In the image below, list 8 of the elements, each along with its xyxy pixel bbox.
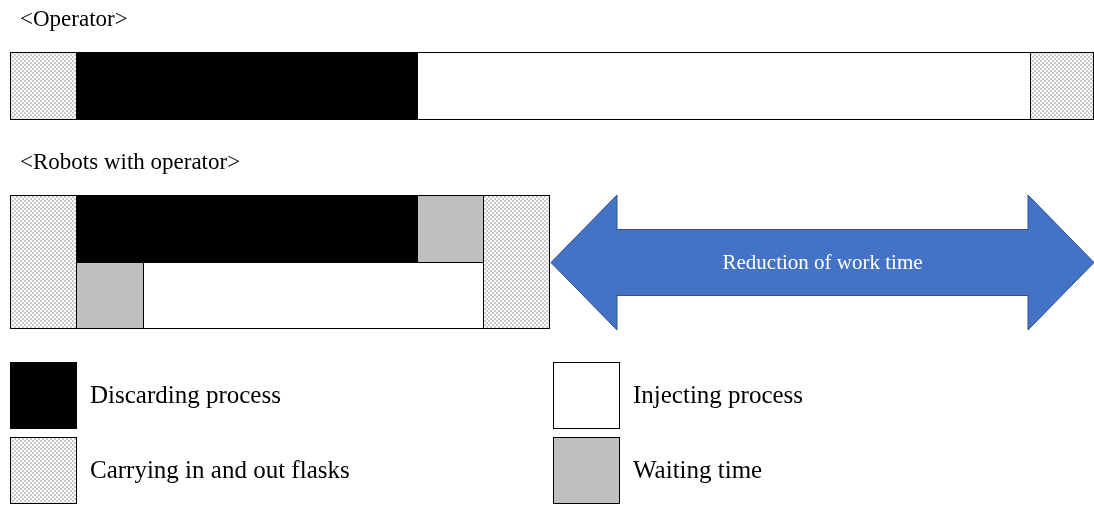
double-arrow-shape [550,194,1094,331]
section-heading: <Operator> [20,6,128,32]
section-heading: <Robots with operator> [20,149,241,175]
legend-text: Injecting process [633,381,804,409]
legend-text: Discarding process [90,381,281,409]
arrow-label: Reduction of work time [722,250,923,275]
legend-text: Carrying in and out flasks [90,456,350,484]
legend-text: Waiting time [633,456,763,484]
